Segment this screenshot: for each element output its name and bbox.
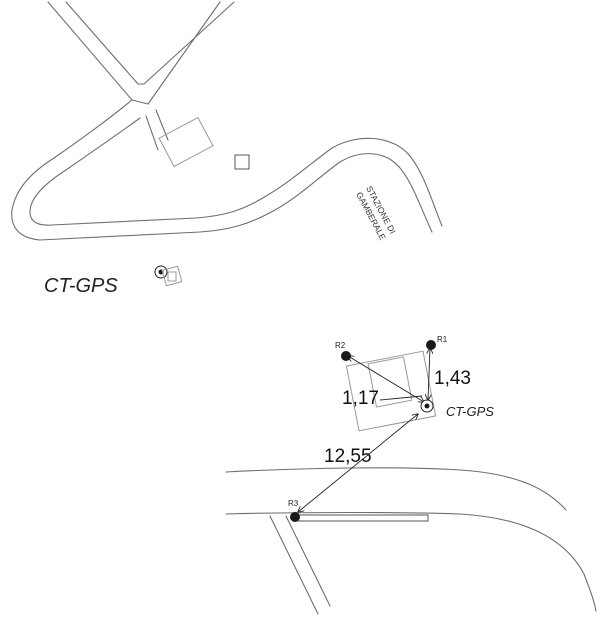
distance-value-r2: 1,17 xyxy=(342,388,379,409)
ct-gps-station-icon xyxy=(154,265,183,287)
main-road-outer xyxy=(11,99,433,241)
distance-line-r1 xyxy=(428,348,430,400)
ct-gps-label-detail: CT-GPS xyxy=(446,404,494,419)
reference-point-r2 xyxy=(341,351,351,361)
building xyxy=(158,116,214,168)
distance-value-r3: 12,55 xyxy=(324,446,372,467)
ct-gps-label-overview: CT-GPS xyxy=(44,275,118,297)
detail-road-south-edge xyxy=(225,511,597,612)
distance-line-r2 xyxy=(348,356,424,402)
detail-road-north-edge xyxy=(225,467,567,511)
reference-label-r1: R1 xyxy=(437,335,448,344)
distance-value-r1: 1,43 xyxy=(434,368,471,389)
ct-gps-station-detail-icon xyxy=(420,399,434,413)
detail-map: R1 R2 R3 CT-GPS 1,43 1,17 12,55 xyxy=(225,335,597,615)
access-road-edge xyxy=(65,1,235,85)
reference-label-r2: R2 xyxy=(335,341,346,350)
main-road-inner xyxy=(29,117,443,227)
distance-line-r3 xyxy=(298,414,418,512)
building-small xyxy=(234,154,250,170)
curb-strip xyxy=(297,514,429,522)
reference-point-r3 xyxy=(290,512,300,522)
reference-label-r3: R3 xyxy=(288,499,299,508)
access-road xyxy=(47,1,221,105)
side-spur xyxy=(145,109,169,151)
detail-branch-road xyxy=(269,515,331,615)
overview-map: STAZIONE DI GAMBERALE CT-GPS xyxy=(11,1,443,297)
reference-point-r1 xyxy=(426,340,436,350)
tick-line xyxy=(379,395,423,401)
